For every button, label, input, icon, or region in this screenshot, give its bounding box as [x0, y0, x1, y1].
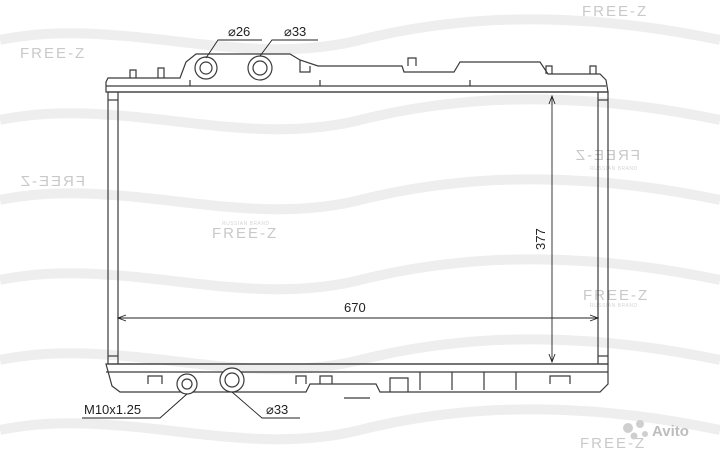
inlet-fitting-26: [194, 56, 218, 80]
diameter-33-bottom-label: ⌀33: [266, 402, 288, 417]
watermark-center: FREE-Z: [212, 225, 278, 242]
thread-m10-label: M10x1.25: [84, 402, 141, 417]
watermark-right-mid: FREE-Z: [583, 287, 649, 304]
watermark-bottom-right: FREE-Z: [580, 435, 646, 452]
avito-badge: Avito: [623, 420, 689, 440]
watermark-tagline-right: RUSSIAN BRAND: [590, 166, 638, 172]
avito-dot-icon: [623, 423, 633, 433]
inlet-fitting-33: [247, 55, 273, 81]
avito-label: Avito: [652, 423, 689, 440]
background-waves: [0, 14, 720, 445]
dimension-labels: ⌀26 ⌀33 377 670 M10x1.25 ⌀33: [84, 24, 548, 417]
outlet-fitting-33: [219, 367, 245, 393]
height-377-label: 377: [533, 228, 548, 250]
watermark-tagline-center: RUSSIAN BRAND: [222, 221, 270, 227]
diameter-33-top-label: ⌀33: [284, 24, 306, 39]
watermark-mirrored-right: FREE-Z: [574, 147, 640, 164]
width-670-label: 670: [344, 300, 366, 315]
watermark-top-right: FREE-Z: [582, 3, 648, 20]
radiator-outline: [105, 53, 609, 399]
dimension-lines: [82, 39, 600, 419]
watermark-group: FREE-Z FREE-Z FREE-Z RUSSIAN BRAND FREE-…: [19, 3, 649, 452]
watermark-top-left: FREE-Z: [20, 45, 86, 62]
drain-plug-fitting: [176, 373, 198, 395]
watermark-tagline-right-mid: RUSSIAN BRAND: [590, 303, 638, 309]
fittings: [176, 55, 273, 395]
watermark-left-mirrored: FREE-Z: [19, 173, 85, 190]
diameter-26-label: ⌀26: [228, 24, 250, 39]
